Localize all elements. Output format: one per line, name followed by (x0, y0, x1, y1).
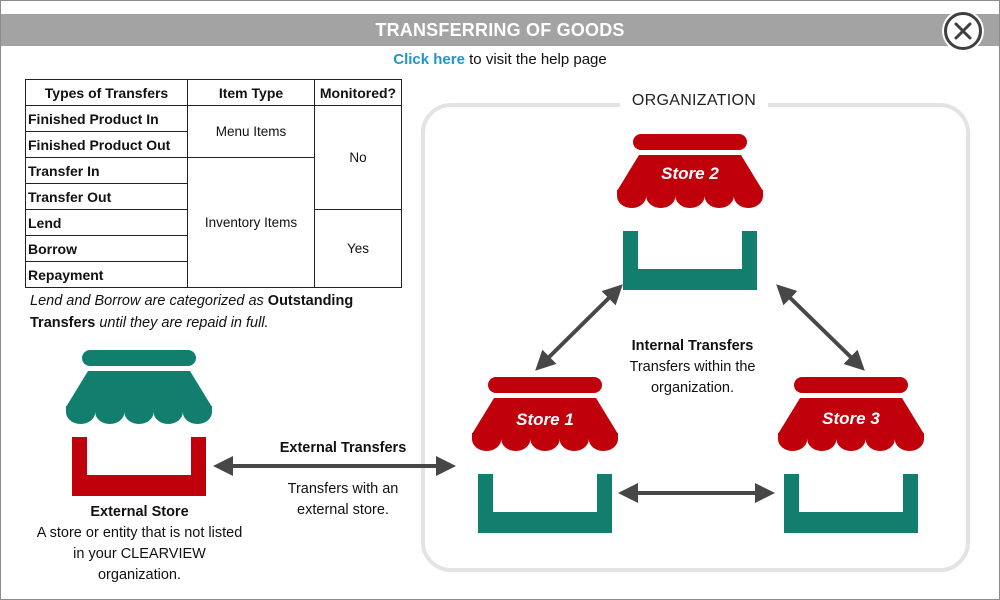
monitored-cell: Yes (314, 209, 402, 288)
transfer-type-cell: Finished Product In (25, 105, 188, 132)
transfer-type-cell: Finished Product Out (25, 131, 188, 158)
store-3-icon (778, 377, 924, 533)
external-transfers-desc: Transfers with an external store. (287, 481, 399, 518)
column-header: Types of Transfers (25, 79, 188, 106)
table-row: Finished Product In Menu Items No (25, 105, 402, 210)
internal-transfers-caption: Internal Transfers Transfers within the … (615, 336, 770, 399)
external-store-desc: A store or entity that is not listed in … (36, 525, 243, 583)
store-2-icon (617, 134, 763, 290)
store1-store2-arrow (535, 284, 623, 371)
title-bar: TRANSFERRING OF GOODS (1, 14, 999, 46)
help-text: to visit the help page (464, 51, 607, 68)
store-3-label: Store 3 (822, 409, 880, 428)
table-row: Transfer In Inventory Items (25, 157, 402, 288)
table-row: Repayment (25, 261, 402, 288)
internal-transfers-title: Internal Transfers (631, 338, 754, 354)
external-transfers-title: External Transfers (279, 440, 407, 456)
outstanding-note: Lend and Borrow are categorized as Outst… (30, 290, 410, 334)
external-store-icon (66, 350, 212, 496)
store2-store3-arrow (776, 284, 865, 371)
external-transfers-caption: External Transfers Transfers with an ext… (268, 438, 418, 521)
transfer-type-cell: Borrow (25, 235, 188, 262)
note-text: Lend and Borrow are categorized as (30, 293, 268, 309)
store-1-icon (472, 377, 618, 533)
transfer-type-cell: Repayment (25, 261, 188, 288)
store-2-label: Store 2 (661, 164, 719, 183)
external-store-caption: External Store A store or entity that is… (32, 502, 247, 586)
close-button[interactable] (944, 12, 982, 50)
column-header: Monitored? (314, 79, 402, 106)
internal-transfers-desc: Transfers within the organization. (629, 359, 756, 396)
table-row: Borrow (25, 235, 402, 262)
organization-label: ORGANIZATION (620, 92, 768, 110)
help-line: Click here to visit the help page (0, 51, 1000, 68)
transfer-type-cell: Transfer In (25, 157, 188, 184)
page-title: TRANSFERRING OF GOODS (375, 20, 625, 40)
close-icon (954, 22, 972, 40)
external-store-title: External Store (90, 504, 189, 520)
table-row: Lend Yes (25, 209, 402, 288)
help-link[interactable]: Click here (393, 51, 465, 68)
store-1-label: Store 1 (516, 410, 574, 429)
transfer-types-table: Types of Transfers Item Type Monitored? … (25, 79, 402, 288)
note-bold: Outstanding Transfers (30, 293, 354, 331)
monitored-cell: No (314, 105, 402, 210)
note-text: until they are repaid in full. (95, 315, 269, 331)
table-row: Finished Product Out (25, 131, 402, 158)
table-header-row: Types of Transfers Item Type Monitored? (25, 79, 402, 106)
